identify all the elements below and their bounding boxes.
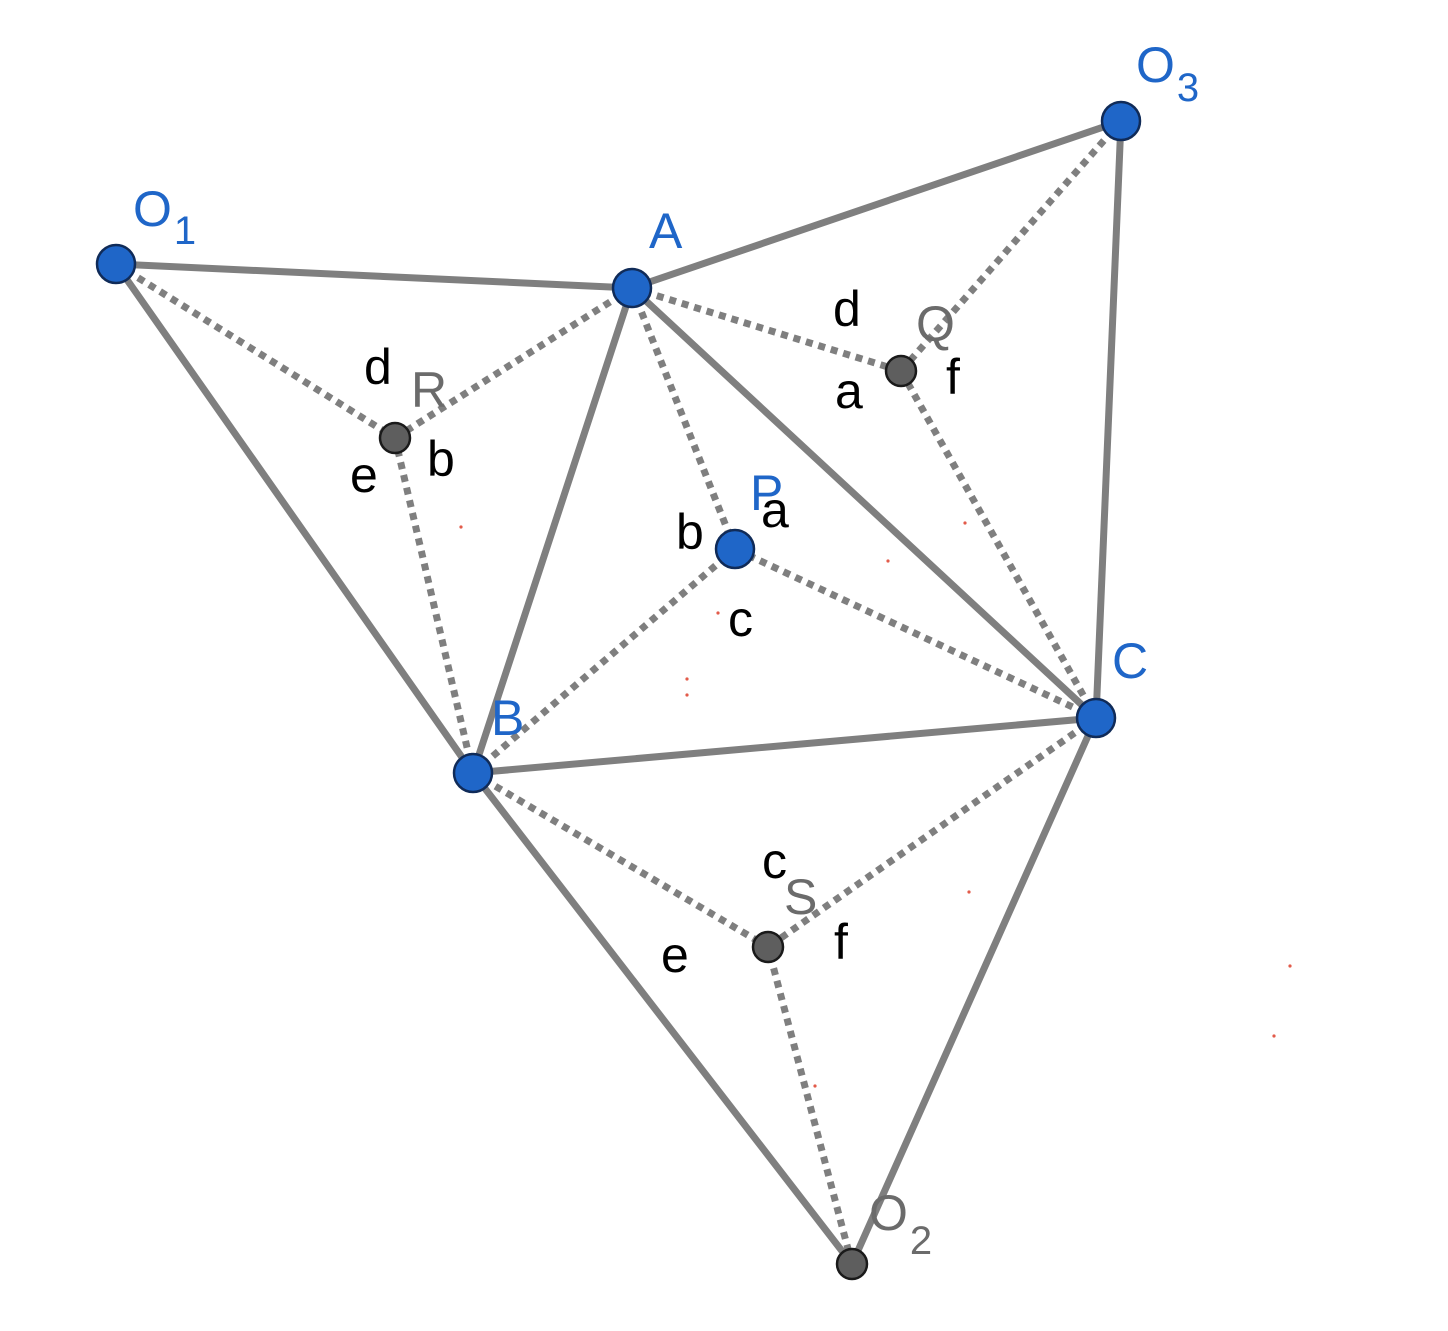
angle-label-q-d: d: [833, 281, 861, 337]
segment-o1-b: [112, 260, 477, 777]
angle-label-r-e: e: [350, 447, 378, 503]
speck: [963, 521, 967, 525]
point-b[interactable]: [452, 752, 494, 794]
point-c[interactable]: [1075, 697, 1117, 739]
point-o2[interactable]: [835, 1247, 869, 1281]
angle-label-p-c: c: [728, 591, 753, 647]
dotted-segment-o1-r: [114, 261, 397, 441]
dotted-segment-b-p: [470, 546, 738, 776]
speck: [716, 611, 720, 615]
angle-label-r-b: b: [427, 431, 455, 487]
segment-a-b: [469, 284, 636, 777]
point-o3[interactable]: [1100, 100, 1142, 142]
point-q[interactable]: [884, 354, 918, 388]
point-label-c: C: [1112, 633, 1148, 689]
angle-label-q-a: a: [835, 363, 863, 419]
segment-a-o3: [628, 117, 1125, 292]
point-s[interactable]: [751, 930, 785, 964]
angle-label-p-a: a: [761, 482, 789, 538]
segment-b-o2: [469, 769, 856, 1268]
point-label-r: R: [411, 362, 447, 418]
speck: [459, 525, 463, 529]
angle-label-q-f: f: [946, 349, 960, 405]
point-r[interactable]: [378, 421, 412, 455]
point-a[interactable]: [611, 267, 653, 309]
segment-c-o2: [848, 714, 1100, 1268]
point-label-o1: O1: [133, 181, 196, 253]
point-label-o2: O2: [869, 1185, 932, 1263]
speck: [685, 693, 689, 697]
speck: [967, 890, 971, 894]
point-o1[interactable]: [95, 243, 137, 285]
segment-b-c: [469, 714, 1100, 777]
labels-layer: O1 A O3 B C P R Q S O2 d b e d a f a b c…: [133, 37, 1199, 1263]
dotted-segment-b-s: [471, 769, 770, 951]
dotted-segment-b-r: [391, 437, 477, 774]
angle-label-p-b: b: [676, 504, 704, 560]
speck: [1288, 964, 1292, 968]
speck: [886, 559, 890, 563]
point-p[interactable]: [714, 528, 756, 570]
point-label-a: A: [649, 203, 683, 259]
segment-o1-a: [112, 260, 636, 292]
segment-o3-c: [1092, 117, 1125, 722]
dotted-segment-c-q: [897, 369, 1100, 720]
point-label-s: S: [784, 869, 817, 925]
speck: [813, 1084, 817, 1088]
angle-label-s-c: c: [762, 833, 787, 889]
point-label-o3: O3: [1136, 37, 1199, 110]
speck: [1272, 1034, 1276, 1038]
points-layer: [95, 100, 1142, 1281]
point-label-p: P: [750, 465, 783, 521]
angle-label-r-d: d: [364, 339, 392, 395]
angle-label-s-e: e: [661, 927, 689, 983]
angle-label-s-f: f: [834, 914, 848, 970]
segments-layer: [112, 117, 1125, 1268]
point-label-b: B: [491, 690, 524, 746]
dotted-segment-c-p: [733, 545, 1098, 722]
dotted-segment-o3-q: [898, 118, 1124, 374]
speck: [685, 677, 689, 681]
dotted-segment-a-q: [630, 284, 903, 375]
specks-layer: [459, 521, 1292, 1088]
dotted-segment-o2-s: [764, 946, 856, 1265]
point-label-q: Q: [916, 296, 955, 352]
dotted-segment-c-s: [765, 715, 1099, 950]
segment-a-c: [628, 284, 1100, 722]
